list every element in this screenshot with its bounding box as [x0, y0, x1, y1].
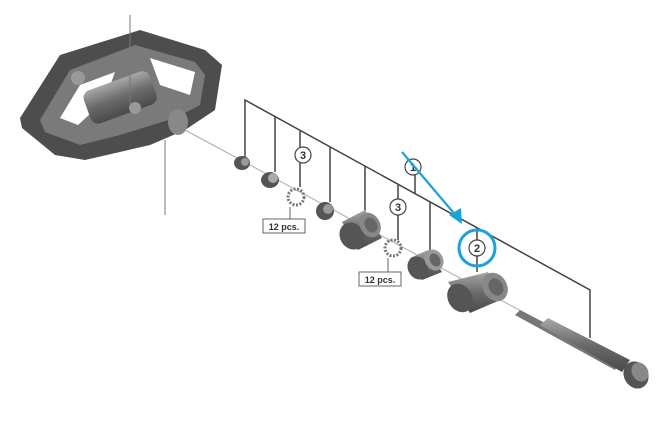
bearing-cone [316, 202, 334, 220]
bushing-large [339, 210, 382, 250]
quantity-label-lower: 12 pcs. [358, 258, 402, 287]
highlight-circle [457, 228, 497, 268]
lock-nut [261, 172, 279, 188]
callout-number: 2 [474, 243, 480, 255]
pedal-body [20, 15, 222, 215]
steel-ball-ring-1 [286, 187, 306, 207]
leader-lines [244, 98, 591, 338]
callout-3-lower: 3 [389, 198, 407, 216]
quantity-text: 12 pcs. [269, 222, 300, 232]
small-nut [234, 156, 250, 170]
highlight-annotation [401, 151, 497, 268]
arrow-head-icon [449, 208, 462, 224]
callout-number: 1 [410, 162, 416, 174]
spindle [515, 310, 649, 389]
bushing-medium [407, 249, 444, 280]
callout-number: 3 [395, 202, 401, 214]
quantity-label-upper: 12 pcs. [262, 207, 306, 234]
callout-3-upper: 3 [294, 146, 312, 164]
steel-ball-ring-2 [383, 238, 403, 258]
callout-2: 2 [468, 239, 486, 257]
sleeve-part-2 [447, 272, 508, 313]
callout-number: 3 [300, 150, 306, 162]
highlight-arrow [401, 151, 459, 219]
quantity-text: 12 pcs. [365, 275, 396, 285]
